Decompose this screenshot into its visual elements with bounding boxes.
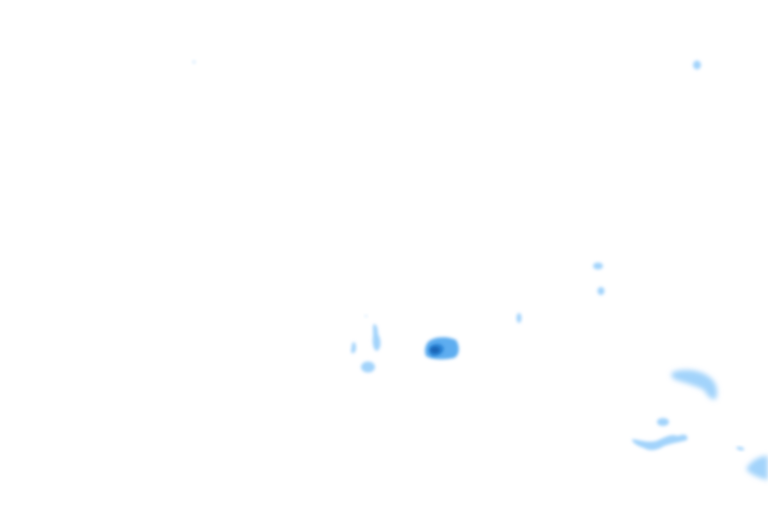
radar-echo-speck	[364, 314, 368, 318]
radar-echo-small	[657, 418, 669, 426]
radar-echo-small	[593, 262, 603, 270]
radar-echo-speck	[693, 60, 701, 70]
radar-echo-cluster	[361, 361, 375, 373]
radar-echo-cluster	[351, 342, 356, 354]
radar-echo-storm-core	[430, 346, 440, 354]
radar-echo-band	[746, 455, 768, 480]
radar-echo-cluster	[372, 324, 381, 351]
radar-echo-small	[516, 313, 522, 323]
radar-echo-band	[632, 434, 688, 451]
radar-echo-small	[597, 287, 605, 295]
radar-echo-speck	[192, 60, 196, 64]
radar-echo-band	[671, 369, 718, 400]
radar-echo-band	[736, 446, 745, 451]
